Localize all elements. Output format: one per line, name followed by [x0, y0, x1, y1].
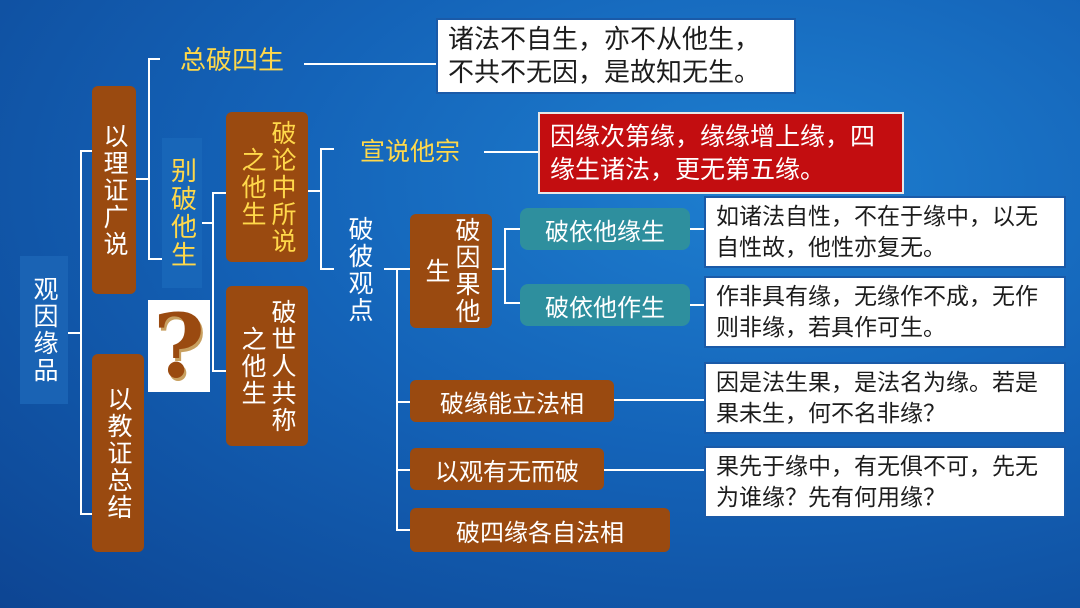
connector	[396, 401, 410, 403]
connector	[68, 332, 80, 334]
connector	[200, 222, 212, 224]
refute-doctrine-node: 破论中所说之他生	[226, 112, 308, 262]
connector	[484, 151, 538, 153]
connector	[136, 178, 148, 180]
by-reason-node: 以理证广说	[92, 86, 136, 294]
verse-act-box: 作非具有缘，无缘作不成，无作则非缘，若具作可生。	[704, 276, 1066, 348]
general-refute-node: 总破四生	[179, 45, 284, 76]
connector	[320, 148, 322, 270]
verse-general-text: 诸法不自生，亦不从他生，不共不无因，是故知无生。	[448, 25, 761, 88]
connector	[80, 150, 82, 515]
verse-existence-box: 果先于缘中，有无俱不可，先无为谁缘？先有何用缘？	[704, 446, 1066, 518]
refute-cond-establish-node: 破缘能立法相	[410, 380, 614, 422]
connector	[504, 228, 520, 230]
verse-cond-box: 如诸法自性，不在于缘中，以无自性故，他性亦复无。	[704, 196, 1066, 268]
connector	[384, 268, 398, 270]
question-mark-icon: ?	[153, 294, 205, 398]
root-node: 观因缘品	[20, 256, 68, 404]
connector	[492, 268, 506, 270]
connector	[148, 258, 164, 260]
connector	[614, 399, 704, 401]
question-mark-image: ?	[148, 300, 210, 392]
connector	[320, 148, 334, 150]
connector	[212, 192, 214, 372]
refute-dependent-cond-node: 破依他缘生	[520, 208, 690, 250]
refute-view-node: 破彼观点	[345, 216, 374, 324]
connector	[80, 150, 92, 152]
verse-general-box: 诸法不自生，亦不从他生，不共不无因，是故知无生。	[436, 18, 796, 94]
connector	[690, 228, 704, 230]
verse-establish-box: 因是法生果，是法名为缘。若是果未生，何不名非缘？	[704, 362, 1066, 434]
verse-proclaim-box: 因缘次第缘，缘缘增上缘，四缘生诸法，更无第五缘。	[538, 112, 904, 194]
connector	[604, 469, 704, 471]
connector	[396, 268, 410, 270]
connector	[504, 302, 520, 304]
refute-cause-effect-node: 破因果他生	[410, 214, 492, 328]
refute-worldly-node: 破世人共称之他生	[226, 286, 308, 446]
connector	[304, 63, 436, 65]
refute-four-cond-node: 破四缘各自法相	[410, 508, 670, 552]
proclaim-other-node: 宣说他宗	[359, 137, 460, 166]
connector	[148, 58, 150, 260]
connector	[148, 58, 160, 60]
connector	[212, 192, 226, 194]
connector	[320, 268, 334, 270]
separate-refute-node: 别破他生	[162, 138, 202, 288]
refute-by-existence-node: 以观有无而破	[410, 448, 604, 490]
connector	[504, 228, 506, 304]
connector	[396, 469, 410, 471]
connector	[396, 268, 398, 530]
connector	[396, 529, 410, 531]
refute-dependent-act-node: 破依他作生	[520, 284, 690, 326]
connector	[212, 370, 226, 372]
connector	[690, 304, 704, 306]
connector	[308, 190, 320, 192]
by-teaching-node: 以教证总结	[92, 354, 144, 552]
